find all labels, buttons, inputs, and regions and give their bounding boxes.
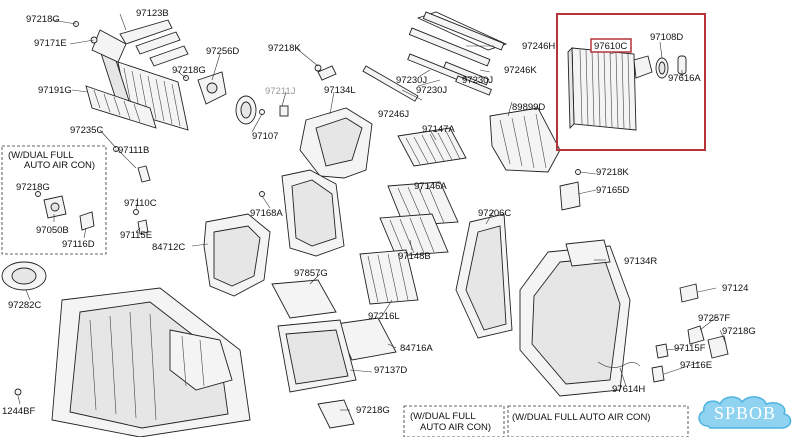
seal-97206c xyxy=(456,214,512,338)
label-97116e: 97116E xyxy=(680,360,712,371)
label-97218k-b: 97218K xyxy=(596,167,629,178)
label-97148b: 97148B xyxy=(398,251,431,262)
duct-97857g xyxy=(272,280,336,318)
actuator-97218g-d xyxy=(708,336,728,358)
connector-97116e xyxy=(652,366,664,382)
label-97111b: 97111B xyxy=(118,145,149,156)
label-97246j: 97246J xyxy=(378,109,409,120)
label-97115e: 97115E xyxy=(120,230,152,241)
label-97257f: 97257F xyxy=(698,313,730,324)
case-left-97134l xyxy=(282,108,372,256)
screw-97110c xyxy=(134,210,139,215)
bolt-1244bf xyxy=(15,389,21,395)
label-97256d: 97256D xyxy=(206,46,239,57)
blower-motor-97282c xyxy=(2,262,46,290)
label-97206c: 97206C xyxy=(478,208,511,219)
label-97168a: 97168A xyxy=(250,208,283,219)
label-97218g-b: 97218G xyxy=(172,65,206,76)
evaporator-core-97610c xyxy=(568,48,652,130)
label-97230j-b: 97230J xyxy=(462,75,493,86)
note-dual-left-line2: AUTO AIR CON) xyxy=(24,160,95,171)
screw-97168a xyxy=(260,192,265,197)
hvac-lower-case xyxy=(52,288,250,437)
case-right-97134r xyxy=(520,240,630,396)
label-97134l: 97134L xyxy=(324,85,356,96)
label-97216l: 97216L xyxy=(368,311,400,322)
label-97230j-c: 97230J xyxy=(416,85,447,96)
label-97218k: 97218K xyxy=(268,43,301,54)
hose-97218g xyxy=(318,400,354,428)
label-97115f: 97115F xyxy=(674,343,706,354)
label-1244bf: 1244BF xyxy=(2,406,35,417)
label-97124: 97124 xyxy=(722,283,748,294)
label-97137d: 97137D xyxy=(374,365,407,376)
screw-97218k-b xyxy=(576,170,581,175)
sensor-97124 xyxy=(680,284,698,302)
connector-97116d xyxy=(80,212,94,230)
label-97171e: 97171E xyxy=(34,38,67,49)
label-84712c: 84712C xyxy=(152,242,185,253)
label-97108d: 97108D xyxy=(650,32,683,43)
label-97123b: 97123B xyxy=(136,8,169,19)
note-dual-bottom-line1: (W/DUAL FULL xyxy=(410,411,476,422)
label-97134r: 97134R xyxy=(624,256,657,267)
label-97218g-c: 97218G xyxy=(16,182,50,193)
label-97050b: 97050B xyxy=(36,225,69,236)
label-97116d: 97116D xyxy=(62,239,95,250)
label-97107: 97107 xyxy=(252,131,278,142)
cover-frame-97246h xyxy=(409,12,506,66)
label-97614h: 97614H xyxy=(612,384,645,395)
label-97616a: 97616A xyxy=(668,73,701,84)
label-89899d: 89899D xyxy=(512,102,545,113)
sensor-97111b xyxy=(138,166,150,182)
label-97235c: 97235C xyxy=(70,125,103,136)
duct-84712c xyxy=(204,214,270,296)
watermark-text: SPBOB xyxy=(694,392,796,434)
label-97110c: 97110C xyxy=(124,198,157,209)
label-97191g: 97191G xyxy=(38,85,72,96)
screw-97107 xyxy=(260,110,265,115)
label-97246h: 97246H xyxy=(522,41,555,52)
label-97146a: 97146A xyxy=(414,181,447,192)
label-97165d: 97165D xyxy=(596,185,629,196)
label-97211j: 97211J xyxy=(265,86,296,97)
bracket-97165d xyxy=(560,182,580,210)
actuator-97256d xyxy=(198,72,226,104)
note-dual-bottom-line2: AUTO AIR CON) xyxy=(420,422,491,433)
label-84716a: 84716A xyxy=(400,343,433,354)
label-97610c: 97610C xyxy=(594,41,627,52)
clip-97115f xyxy=(656,344,668,358)
label-97218g-d: 97218G xyxy=(722,326,756,337)
note-dual-right: (W/DUAL FULL AUTO AIR CON) xyxy=(512,412,650,423)
label-97218g-e: 97218G xyxy=(356,405,390,416)
label-97218g: 97218G xyxy=(26,14,60,25)
label-97857g: 97857G xyxy=(294,268,328,279)
label-97282c: 97282C xyxy=(8,300,41,311)
spbob-watermark: SPBOB xyxy=(694,392,796,434)
label-97147a: 97147A xyxy=(422,124,455,135)
label-97246k: 97246K xyxy=(504,65,537,76)
pad-89899d xyxy=(490,108,560,172)
actuator-97050b xyxy=(44,196,66,218)
